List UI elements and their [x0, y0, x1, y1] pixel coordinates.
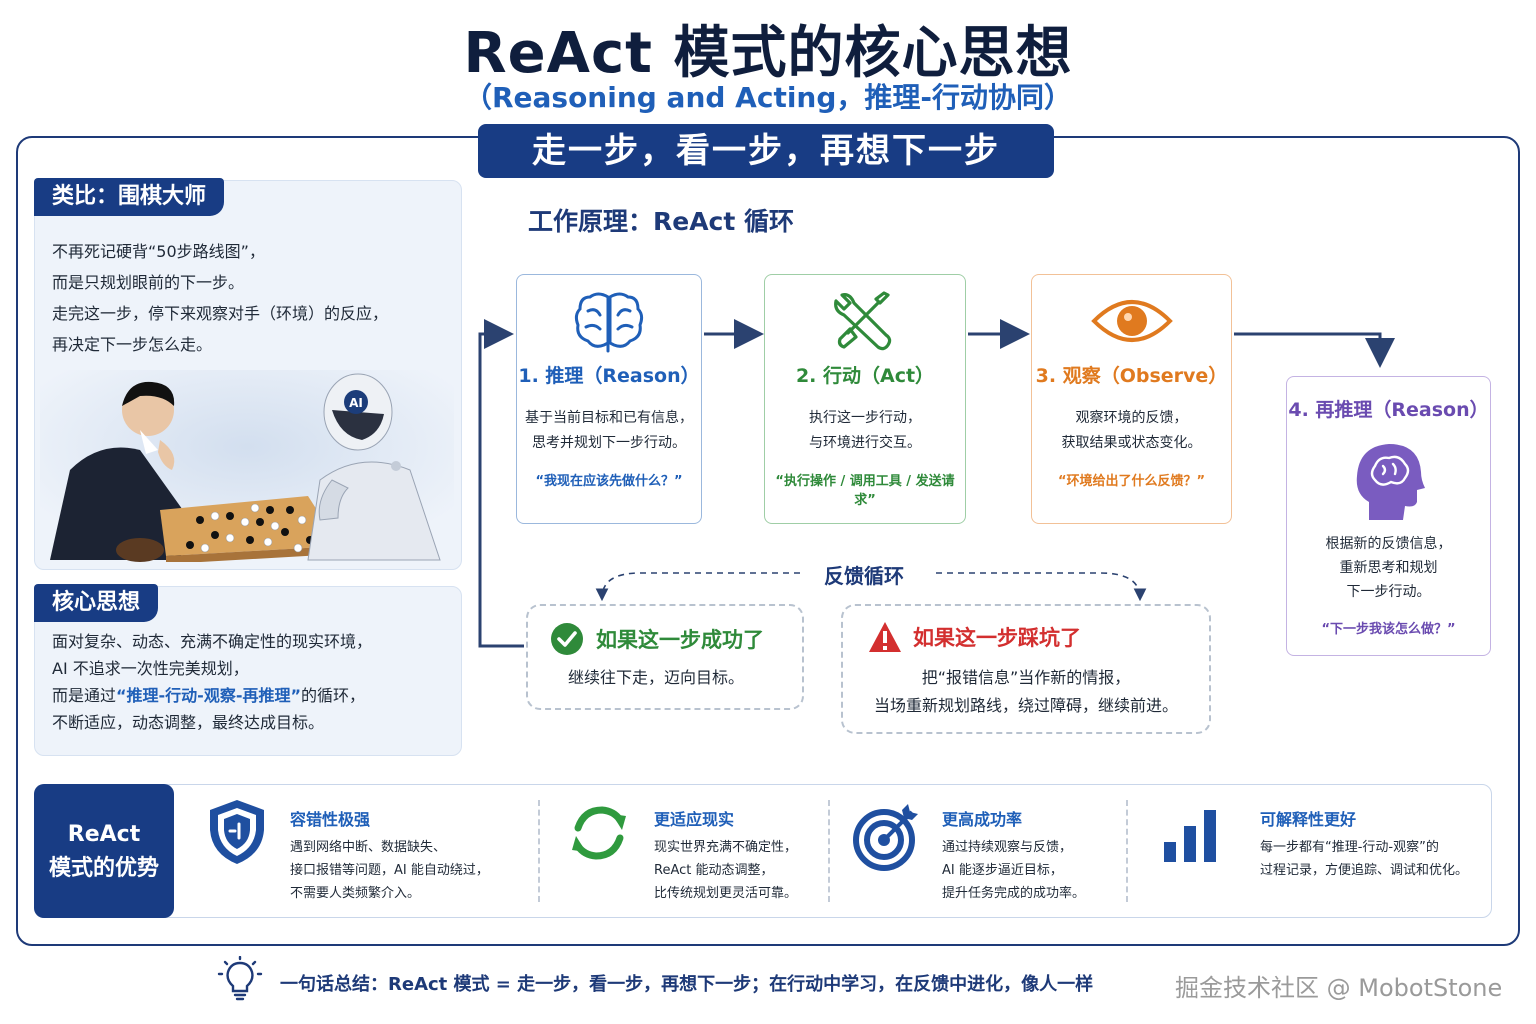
brain-icon [574, 292, 644, 353]
go-match-illustration: AI [40, 370, 454, 562]
analogy-line: 而是只规划眼前的下一步。 [52, 273, 245, 292]
refresh-icon [572, 806, 626, 860]
lightbulb-icon [217, 956, 263, 1001]
target-icon [853, 804, 918, 871]
page-title: ReAct 模式的核心思想 [463, 21, 1073, 86]
tools-icon [834, 291, 892, 351]
bar-chart-icon [1164, 810, 1216, 862]
success-text: 继续往下走，迈向目标。 [568, 668, 745, 687]
divider [538, 800, 540, 902]
check-icon [551, 623, 583, 655]
advantage-desc: 遇到网络中断、数据缺失、 接口报错等问题，AI 能自动绕过， 不需要人类频繁介入… [290, 840, 489, 901]
core-tag: 核心思想 [34, 584, 159, 622]
loop-heading: 工作原理：ReAct 循环 [528, 207, 795, 236]
shield-icon [210, 800, 264, 864]
step-desc: 执行这一步行动， 与环境进行交互。 [809, 410, 921, 451]
step-quote: “执行操作 / 调用工具 / 发送请求” [775, 474, 955, 508]
warning-icon [869, 622, 901, 652]
failure-header: 如果这一步踩坑了 [867, 620, 1081, 654]
advantage-desc: 现实世界充满不确定性， ReAct 能动态调整， 比传统规划更灵活可靠。 [654, 840, 798, 901]
step-card-rereason: 4. 再推理（Reason） 根据新的反馈信息， 重新思考和规划 下一步行动。 … [1286, 376, 1491, 656]
step-card-observe: 3. 观察（Observe） 观察环境的反馈， 获取结果或状态变化。 “环境给出… [1031, 274, 1232, 524]
analogy-tag: 类比：围棋大师 [34, 178, 225, 216]
advantage-title: 更适应现实 [654, 810, 735, 829]
advantage-title: 可解释性更好 [1260, 810, 1357, 829]
failure-title: 如果这一步踩坑了 [913, 626, 1081, 650]
step-desc: 基于当前目标和已有信息， 思考并规划下一步行动。 [525, 410, 693, 451]
failure-text: 把“报错信息”当作新的情报， 当场重新规划路线，绕过障碍，继续前进。 [873, 668, 1178, 715]
head-brain-icon [1356, 444, 1425, 520]
feedback-label: 反馈循环 [824, 564, 904, 588]
advantages-panel [34, 784, 1492, 918]
advantage-title: 容错性极强 [290, 810, 371, 829]
step-desc: 根据新的反馈信息， 重新思考和规划 下一步行动。 [1325, 536, 1452, 600]
arrow-observe-to-rereason [1234, 332, 1395, 368]
divider [828, 800, 830, 902]
go-board [160, 496, 340, 562]
core-highlight: “推理-行动-观察-再推理” [116, 686, 301, 705]
analogy-text: 不再死记硬背“50步路线图”， 而是只规划眼前的下一步。 走完这一步，停下来观察… [52, 236, 388, 360]
stone-bowl [116, 538, 164, 562]
core-line: 面对复杂、动态、充满不确定性的现实环境， [52, 632, 373, 651]
step-quote: “下一步我该怎么做？” [1321, 622, 1456, 637]
robot-player: AI [307, 373, 441, 561]
advantage-desc: 每一步都有“推理-行动-观察”的 过程记录，方便追踪、调试和优化。 [1260, 840, 1469, 878]
slogan-banner: 走一步，看一步，再想下一步 [478, 124, 1054, 178]
step-card-act: 2. 行动（Act） 执行这一步行动， 与环境进行交互。 “执行操作 / 调用工… [764, 274, 966, 524]
core-text: 面对复杂、动态、充满不确定性的现实环境， AI 不追求一次性完美规划， 而是通过… [52, 628, 372, 736]
step-title: 4. 再推理（Reason） [1288, 399, 1489, 421]
eye-icon [1090, 300, 1173, 342]
step-title: 1. 推理（Reason） [518, 365, 700, 387]
step-desc: 观察环境的反馈， 获取结果或状态变化。 [1061, 410, 1202, 451]
core-line: 不断适应，动态调整，最终达成目标。 [52, 713, 325, 732]
success-title: 如果这一步成功了 [596, 628, 764, 652]
step-title: 3. 观察（Observe） [1035, 365, 1228, 387]
failure-box: 如果这一步踩坑了 把“报错信息”当作新的情报， 当场重新规划路线，绕过障碍，继续… [841, 604, 1211, 734]
watermark: 掘金技术社区 @ MobotStone [1175, 974, 1503, 1002]
success-header: 如果这一步成功了 [550, 622, 764, 656]
analogy-line: 再决定下一步怎么走。 [52, 335, 213, 354]
page-subtitle: （Reasoning and Acting，推理-行动协同） [463, 81, 1073, 114]
step-quote: “环境给出了什么反馈？” [1057, 474, 1206, 489]
feedback-arrow-right [936, 572, 1147, 602]
robot-ai-badge: AI [349, 396, 363, 410]
human-player [50, 381, 190, 560]
step-quote: “我现在应该先做什么？” [535, 474, 683, 489]
advantage-desc: 通过持续观察与反馈， AI 能逐步逼近目标， 提升任务完成的成功率。 [942, 840, 1086, 901]
step-title: 2. 行动（Act） [795, 365, 935, 387]
core-line: AI 不追求一次性完美规划， [52, 659, 249, 678]
step-card-reason: 1. 推理（Reason） 基于当前目标和已有信息， 思考并规划下一步行动。 “… [516, 274, 702, 524]
feedback-arrow-left [595, 572, 800, 602]
success-box: 如果这一步成功了 继续往下走，迈向目标。 [526, 604, 804, 710]
analogy-line: 不再死记硬背“50步路线图”， [52, 242, 265, 261]
core-line: 而是通过“推理-行动-观察-再推理”的循环， [52, 686, 365, 705]
divider [1126, 800, 1128, 902]
summary-text: 一句话总结：ReAct 模式 = 走一步，看一步，再想下一步；在行动中学习，在反… [280, 974, 1094, 995]
advantages-label: ReAct 模式的优势 [34, 784, 174, 918]
arrow-loop-back [478, 319, 524, 648]
advantage-title: 更高成功率 [942, 810, 1023, 829]
analogy-line: 走完这一步，停下来观察对手（环境）的反应， [52, 304, 389, 323]
